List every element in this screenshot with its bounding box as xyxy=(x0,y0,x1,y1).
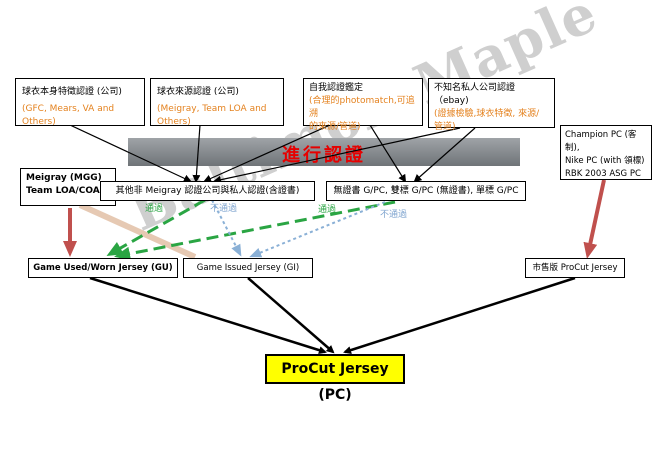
label-fail-1: 不通過 xyxy=(210,204,238,214)
box4-line3: 管道) xyxy=(434,122,456,132)
box-jersey-feature-auth: 球衣本身特徵認證 (公司) (GFC, Mears, VA and Others… xyxy=(15,78,145,127)
gu-text: Game Used/Worn Jersey (GU) xyxy=(33,263,173,273)
box-no-certificate: 無證書 G/PC, 雙標 G/PC (無證書), 單標 G/PC xyxy=(326,181,526,201)
arrow-gi-to-procut xyxy=(247,277,335,354)
box2-line1: 球衣來源認證 (公司) xyxy=(157,87,239,97)
box-self-auth: 自我認證鑑定 (合理的photomatch,可追溯 的來源/管道) xyxy=(303,78,423,132)
box3-line1: 自我認證鑑定 xyxy=(309,83,364,93)
pass-arrow-midright-to-gu xyxy=(114,200,396,261)
box2-line2: (Meigray, Team LOA and Others) xyxy=(157,104,267,127)
arrow-box3-to-midright xyxy=(369,124,407,183)
fail-arrow-midleft-to-gi xyxy=(211,199,242,257)
arrow-retail-to-procut xyxy=(343,276,576,354)
champion-line3: RBK 2003 ASG PC xyxy=(565,169,641,179)
meigray-line2: Team LOA/COA xyxy=(26,186,100,196)
arrow-gu-to-procut xyxy=(89,276,327,355)
arrow-box1-to-midleft xyxy=(69,124,192,183)
box1-line2: (GFC, Mears, VA and Others) xyxy=(22,104,115,127)
champion-line2: Nike PC (with 領標) xyxy=(565,156,645,166)
meigray-line1: Meigray (MGG) xyxy=(26,173,102,183)
box-jersey-source-auth: 球衣來源認證 (公司) (Meigray, Team LOA and Other… xyxy=(150,78,284,127)
arrow-box2-to-midleft xyxy=(192,124,201,183)
box-other-auth-companies: 其他非 Meigray 認證公司與私人認證(含證書) xyxy=(100,181,315,201)
retail-prefix: 市售版 xyxy=(532,263,559,273)
champion-line1: Champion PC (客制), xyxy=(565,130,637,153)
arrow-box3-to-midleft xyxy=(203,124,331,183)
box3-line3: 的來源/管道) xyxy=(309,122,361,132)
box1-line1: 球衣本身特徵認證 (公司) xyxy=(22,87,122,97)
arrow-box4-to-midleft xyxy=(213,127,461,184)
banner-title: 進行認證 xyxy=(282,145,366,166)
pass-arrow-midleft-to-gu xyxy=(106,198,206,256)
box-unknown-private-auth: 不知名私人公司認證（ebay) (證據檢驗,球衣特徵, 來源/ 管道) xyxy=(428,78,555,132)
label-pass-1: 通過 xyxy=(145,204,164,214)
arrow-champion-to-retail xyxy=(583,179,606,259)
box-champion-pc: Champion PC (客制), Nike PC (with 領標) RBK … xyxy=(560,125,652,180)
box-retail-procut: 市售版 ProCut Jersey xyxy=(525,258,625,278)
box4-line1: 不知名私人公司認證（ebay) xyxy=(434,83,516,106)
procut-jersey-box: ProCut Jersey (PC) xyxy=(265,354,405,403)
retail-name: ProCut Jersey xyxy=(560,263,618,273)
tan-band xyxy=(78,202,197,260)
label-fail-2: 不通過 xyxy=(380,210,408,220)
mid-right-text: 無證書 G/PC, 雙標 G/PC (無證書), 單標 G/PC xyxy=(333,186,519,196)
box-game-used: Game Used/Worn Jersey (GU) xyxy=(28,258,178,278)
label-pass-2: 通過 xyxy=(318,205,337,215)
box3-line2: (合理的photomatch,可追溯 xyxy=(309,96,415,119)
gi-text: Game Issued Jersey (GI) xyxy=(196,263,300,273)
verification-banner: 進行認證 xyxy=(128,138,520,166)
mid-left-text: 其他非 Meigray 認證公司與私人認證(含證書) xyxy=(115,186,300,196)
box4-line2: (證據檢驗,球衣特徵, 來源/ xyxy=(434,109,540,119)
box-game-issued: Game Issued Jersey (GI) xyxy=(183,258,313,278)
arrow-box4-to-midright xyxy=(413,127,476,183)
procut-text: ProCut Jersey (PC) xyxy=(281,361,389,403)
